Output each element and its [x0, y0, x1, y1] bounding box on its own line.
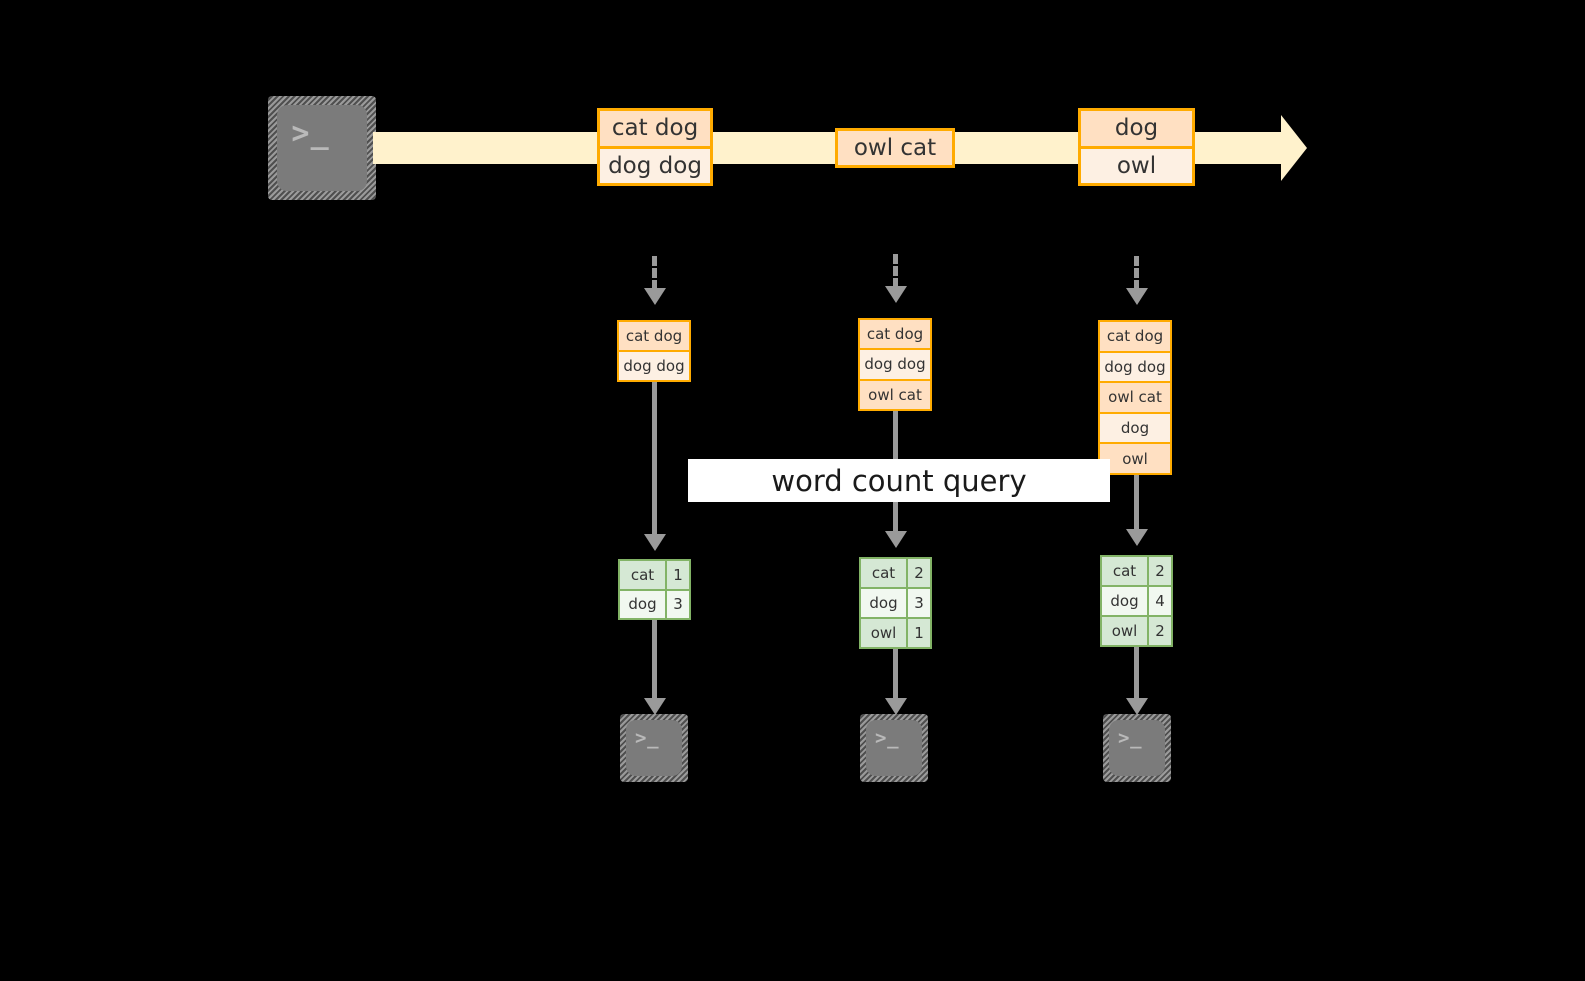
- table-cell-count: 2: [906, 559, 930, 587]
- table-row: dog 4: [1102, 585, 1171, 615]
- terminal-screen: >_: [866, 720, 922, 776]
- source-terminal-icon: >_: [268, 96, 376, 200]
- sink-terminal-icon-1: >_: [620, 714, 688, 782]
- snapshot-box-3: cat dog dog dog owl cat dog owl: [1098, 320, 1172, 475]
- snapshot-line: owl: [1100, 442, 1170, 473]
- terminal-screen: >_: [1109, 720, 1165, 776]
- snapshot-arrow-1-line: [652, 256, 657, 290]
- table-cell-word: cat: [861, 559, 906, 587]
- snapshot-arrow-1-head: [644, 288, 666, 305]
- query-arrow-2-head: [885, 531, 907, 548]
- table-row: cat 2: [861, 559, 930, 587]
- query-arrow-1-head: [644, 534, 666, 551]
- sink-terminal-icon-2: >_: [860, 714, 928, 782]
- terminal-prompt-glyph: >_: [874, 726, 900, 749]
- event-stream-arrow-head: [1281, 115, 1307, 181]
- sink-arrow-1-line: [652, 620, 657, 698]
- terminal-prompt-glyph: >_: [634, 726, 660, 749]
- record-line: cat dog: [600, 111, 710, 146]
- snapshot-line: dog dog: [860, 348, 930, 379]
- table-cell-word: dog: [620, 590, 665, 618]
- result-table-2: cat 2 dog 3 owl 1: [859, 557, 932, 649]
- snapshot-line: cat dog: [1100, 322, 1170, 351]
- snapshot-line: cat dog: [860, 320, 930, 349]
- table-row: cat 1: [620, 561, 689, 589]
- stream-record-1: cat dog dog dog: [597, 108, 713, 186]
- snapshot-line: cat dog: [619, 322, 689, 350]
- snapshot-arrow-2-head: [885, 286, 907, 303]
- table-row: owl 2: [1102, 615, 1171, 645]
- table-cell-count: 1: [906, 619, 930, 647]
- result-table-1: cat 1 dog 3: [618, 559, 691, 620]
- snapshot-box-2: cat dog dog dog owl cat: [858, 318, 932, 411]
- table-cell-count: 2: [1147, 557, 1171, 585]
- terminal-screen: >_: [626, 720, 682, 776]
- table-cell-word: owl: [1102, 617, 1147, 645]
- terminal-screen: >_: [277, 105, 367, 191]
- record-line: owl cat: [838, 131, 952, 165]
- table-cell-count: 3: [665, 590, 689, 618]
- table-row: dog 3: [620, 588, 689, 618]
- query-label-text: word count query: [771, 463, 1027, 498]
- query-label-band: word count query: [688, 459, 1110, 502]
- sink-arrow-1-head: [644, 698, 666, 715]
- snapshot-arrow-3-head: [1126, 288, 1148, 305]
- table-cell-count: 1: [665, 561, 689, 589]
- record-line: dog: [1081, 111, 1192, 146]
- snapshot-line: owl cat: [1100, 381, 1170, 412]
- snapshot-arrow-2-line: [893, 254, 898, 288]
- table-row: owl 1: [861, 617, 930, 647]
- sink-terminal-icon-3: >_: [1103, 714, 1171, 782]
- table-row: cat 2: [1102, 557, 1171, 585]
- terminal-prompt-glyph: >_: [291, 115, 330, 151]
- sink-arrow-2-head: [885, 698, 907, 715]
- record-line: dog dog: [600, 145, 710, 183]
- snapshot-line: dog dog: [1100, 350, 1170, 382]
- table-cell-word: cat: [1102, 557, 1147, 585]
- snapshot-arrow-3-line: [1134, 256, 1139, 290]
- sink-arrow-2-line: [893, 649, 898, 698]
- table-cell-word: dog: [861, 589, 906, 617]
- table-cell-word: dog: [1102, 587, 1147, 615]
- table-row: dog 3: [861, 587, 930, 617]
- snapshot-line: owl cat: [860, 378, 930, 409]
- query-arrow-3-head: [1126, 529, 1148, 546]
- sink-arrow-3-head: [1126, 698, 1148, 715]
- record-line: owl: [1081, 145, 1192, 183]
- table-cell-count: 3: [906, 589, 930, 617]
- table-cell-word: cat: [620, 561, 665, 589]
- snapshot-line: dog: [1100, 411, 1170, 443]
- table-cell-count: 2: [1147, 617, 1171, 645]
- stream-record-2: owl cat: [835, 128, 955, 168]
- table-cell-word: owl: [861, 619, 906, 647]
- query-arrow-3-line: [1134, 475, 1139, 529]
- snapshot-box-1: cat dog dog dog: [617, 320, 691, 382]
- table-cell-count: 4: [1147, 587, 1171, 615]
- query-arrow-1-line: [652, 382, 657, 534]
- stream-record-3: dog owl: [1078, 108, 1195, 186]
- sink-arrow-3-line: [1134, 647, 1139, 698]
- snapshot-line: dog dog: [619, 350, 689, 380]
- result-table-3: cat 2 dog 4 owl 2: [1100, 555, 1173, 647]
- terminal-prompt-glyph: >_: [1117, 726, 1143, 749]
